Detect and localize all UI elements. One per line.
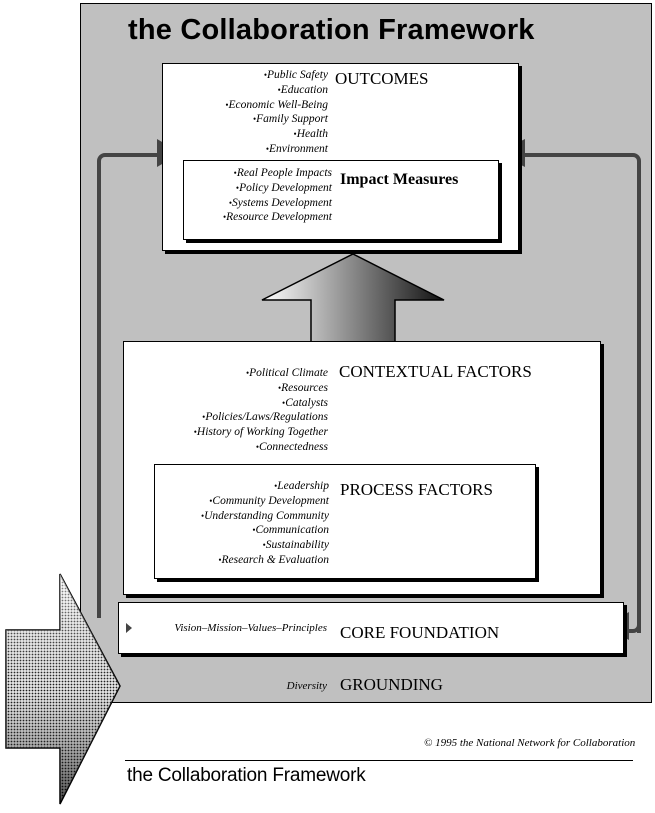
- grounding-item: Diversity: [286, 680, 327, 692]
- right-feedback-loop-bottom: [620, 610, 641, 633]
- impact-heading: Impact Measures: [340, 171, 459, 188]
- process-list: Leadership Community Development Underst…: [201, 479, 329, 568]
- contextual-heading: CONTEXTUAL FACTORS: [339, 362, 532, 381]
- grounding-list: Diversity: [287, 679, 327, 694]
- contextual-item: History of Working Together: [194, 425, 328, 440]
- contextual-item: Policies/Laws/Regulations: [194, 410, 328, 425]
- core-heading: CORE FOUNDATION: [340, 623, 500, 642]
- contextual-item: Political Climate: [194, 366, 328, 381]
- outcomes-box: Public Safety Education Economic Well-Be…: [162, 63, 519, 251]
- footer-divider: [125, 760, 633, 761]
- core-left-pointer-icon: [126, 623, 132, 633]
- impact-list: Real People Impacts Policy Development S…: [223, 166, 332, 225]
- process-factors-box: Leadership Community Development Underst…: [154, 464, 536, 579]
- outcomes-heading: OUTCOMES: [335, 69, 429, 88]
- core-item: Vision–Mission–Values–Principles: [174, 622, 327, 634]
- main-title: the Collaboration Framework: [128, 14, 535, 46]
- outcomes-list: Public Safety Education Economic Well-Be…: [225, 68, 328, 157]
- process-item: Community Development: [201, 494, 329, 509]
- outcome-item: Economic Well-Being: [225, 98, 328, 113]
- outcome-item: Education: [225, 83, 328, 98]
- contextual-factors-box: Political Climate Resources Catalysts Po…: [123, 341, 601, 595]
- impact-item: Systems Development: [223, 196, 332, 211]
- process-item: Understanding Community: [201, 509, 329, 524]
- process-heading: PROCESS FACTORS: [340, 480, 493, 499]
- process-item: Communication: [201, 523, 329, 538]
- outcome-item: Public Safety: [225, 68, 328, 83]
- contextual-item: Catalysts: [194, 396, 328, 411]
- contextual-list: Political Climate Resources Catalysts Po…: [194, 366, 328, 455]
- footer-title: the Collaboration Framework: [127, 765, 366, 786]
- right-feedback-loop: [525, 153, 641, 633]
- core-foundation-box: Vision–Mission–Values–Principles CORE FO…: [118, 602, 624, 654]
- impact-measures-box: Real People Impacts Policy Development S…: [183, 160, 499, 240]
- grounding-heading: GROUNDING: [340, 675, 443, 694]
- contextual-item: Resources: [194, 381, 328, 396]
- impact-item: Policy Development: [223, 181, 332, 196]
- process-item: Leadership: [201, 479, 329, 494]
- outcome-item: Family Support: [225, 112, 328, 127]
- left-feedback-loop: [97, 153, 167, 618]
- contextual-item: Connectedness: [194, 440, 328, 455]
- impact-item: Resource Development: [223, 210, 332, 225]
- copyright-notice: © 1995 the National Network for Collabor…: [424, 737, 636, 749]
- outcome-item: Environment: [225, 142, 328, 157]
- process-item: Research & Evaluation: [201, 553, 329, 568]
- core-list: Vision–Mission–Values–Principles: [174, 621, 327, 636]
- process-item: Sustainability: [201, 538, 329, 553]
- up-arrow-icon: [261, 253, 445, 343]
- impact-item: Real People Impacts: [223, 166, 332, 181]
- right-arrow-icon: [5, 573, 121, 805]
- outcome-item: Health: [225, 127, 328, 142]
